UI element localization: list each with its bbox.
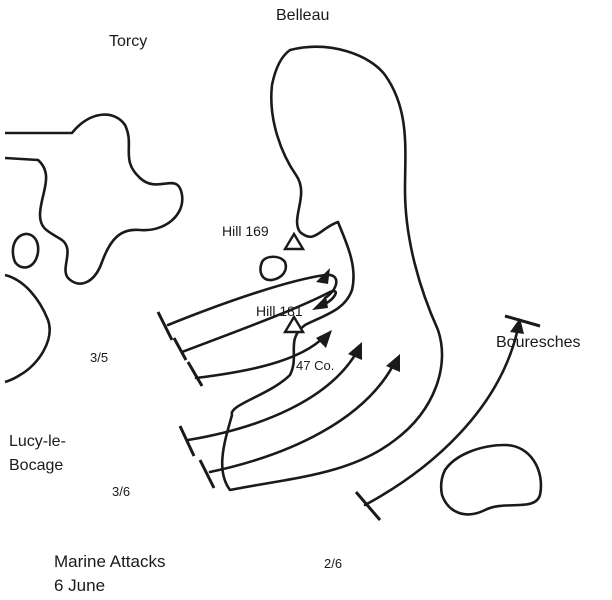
map-title-line1: Marine Attacks [54, 552, 166, 571]
label-47-co: 47 Co. [296, 358, 334, 373]
attack-start-line [186, 361, 204, 387]
label-bouresches: Bouresches [496, 334, 581, 351]
label-lucy-line2: Bocage [9, 457, 63, 474]
attack-arrowhead [312, 296, 328, 310]
label-torcy: Torcy [109, 33, 147, 50]
woods-bouresches [439, 443, 543, 516]
attack-start-line [172, 337, 188, 361]
woods-torcy [4, 113, 184, 285]
label-unit-3-6: 3/6 [112, 484, 130, 499]
label-hill-181: Hill 181 [256, 303, 303, 319]
label-belleau: Belleau [276, 7, 329, 24]
map-title-line2: 6 June [54, 576, 105, 595]
belleau-wood-outline [220, 45, 444, 492]
attack-route [208, 360, 397, 474]
attack-arrowhead [316, 268, 330, 284]
hill-169-marker [282, 231, 306, 251]
attack-arrowhead [316, 330, 332, 348]
attack-start-line [354, 491, 382, 521]
attack-start-line [198, 459, 216, 489]
woods-lucy-north [4, 273, 51, 384]
attack-route [166, 273, 338, 327]
attack-start-line [156, 311, 174, 341]
attack-route [194, 334, 327, 380]
small-wood [259, 255, 288, 282]
woods-west-small [11, 232, 40, 269]
label-lucy-line1: Lucy-le- [9, 433, 66, 450]
attack-arrowhead [348, 342, 362, 360]
attack-route [363, 326, 520, 507]
label-unit-2-6: 2/6 [324, 556, 342, 571]
attack-route [186, 348, 360, 442]
attack-start-line [178, 425, 196, 457]
attack-route [180, 289, 338, 354]
label-hill-169: Hill 169 [222, 223, 269, 239]
hill-181-marker [282, 314, 306, 334]
attack-arrowhead [386, 354, 400, 372]
label-unit-3-5: 3/5 [90, 350, 108, 365]
attack-objective-line [504, 314, 541, 328]
attack-arrowhead [510, 318, 524, 334]
